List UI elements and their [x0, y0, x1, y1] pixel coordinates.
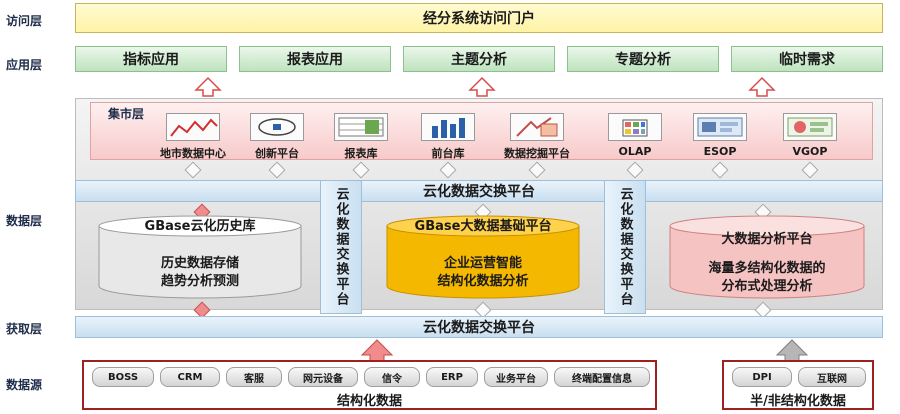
mart-item-city-data-center[interactable]: 地市数据中心: [148, 113, 238, 161]
source-terminal-config[interactable]: 终端配置信息: [554, 367, 650, 387]
gbase-bigdata-title: GBase大数据基础平台: [414, 219, 552, 234]
mart-item-label: 创新平台: [255, 147, 299, 160]
source-signaling[interactable]: 信令: [364, 367, 420, 387]
source-crm[interactable]: CRM: [160, 367, 220, 387]
semi-structured-source-caption: 半/非结构化数据: [750, 394, 846, 409]
source-business-platform[interactable]: 业务平台: [484, 367, 548, 387]
mart-item-label: OLAP: [618, 145, 652, 158]
up-arrow-icon: [468, 76, 496, 97]
app-special-analysis[interactable]: 专题分析: [567, 46, 719, 72]
app-indicator[interactable]: 指标应用: [75, 46, 227, 72]
mart-item-vgop[interactable]: VGOP: [765, 113, 855, 158]
exchange-platform-top[interactable]: 云化数据交换平台: [75, 180, 883, 202]
layer-label-access: 访问层: [6, 14, 43, 28]
mart-item-label: 地市数据中心: [160, 147, 226, 160]
app-adhoc[interactable]: 临时需求: [731, 46, 883, 72]
chart-icon: [250, 113, 304, 141]
exchange-platform-bottom[interactable]: 云化数据交换平台: [75, 316, 883, 338]
report-table-icon: [334, 113, 388, 141]
bigdata-analysis-line2: 分布式处理分析: [721, 279, 813, 294]
up-arrow-icon: [748, 76, 776, 97]
mart-item-label: ESOP: [703, 145, 737, 158]
bigdata-analysis-cylinder[interactable]: [666, 214, 868, 302]
structured-source-caption: 结构化数据: [336, 394, 402, 409]
up-arrow-icon: [775, 339, 809, 363]
bigdata-analysis-line1: 海量多结构化数据的: [708, 261, 826, 276]
gbase-history-cylinder[interactable]: [95, 214, 305, 302]
gbase-bigdata-cylinder[interactable]: [383, 214, 583, 302]
source-erp[interactable]: ERP: [426, 367, 478, 387]
mart-layer-label: 集市层: [108, 107, 145, 121]
exchange-platform-vertical-right[interactable]: 云化数据交换平台: [604, 180, 646, 314]
access-portal[interactable]: 经分系统访问门户: [75, 3, 883, 33]
layer-label-acquisition: 获取层: [6, 322, 43, 336]
mart-item-data-mining[interactable]: 数据挖掘平台: [492, 113, 582, 161]
source-boss[interactable]: BOSS: [92, 367, 154, 387]
layer-label-data: 数据层: [6, 214, 43, 228]
mart-item-label: VGOP: [792, 145, 828, 158]
mart-item-esop[interactable]: ESOP: [675, 113, 765, 158]
mart-item-label: 报表库: [344, 147, 378, 160]
app-theme-analysis[interactable]: 主题分析: [403, 46, 555, 72]
mart-item-frontend-db[interactable]: 前台库: [403, 113, 493, 161]
mart-item-report-db[interactable]: 报表库: [316, 113, 406, 161]
dashboard-icon: [693, 113, 747, 141]
layer-label-application: 应用层: [6, 58, 43, 72]
bigdata-analysis-title: 大数据分析平台: [721, 232, 813, 247]
cube-icon: [608, 113, 662, 141]
mart-item-label: 前台库: [431, 147, 465, 160]
bar-chart-icon: [421, 113, 475, 141]
exchange-platform-vertical-left[interactable]: 云化数据交换平台: [320, 180, 362, 314]
gbase-history-title: GBase云化历史库: [144, 219, 256, 234]
vertical-exchange-label: 云化数据交换平台: [617, 187, 633, 307]
source-customer-service[interactable]: 客服: [226, 367, 282, 387]
gbase-history-line2: 趋势分析预测: [160, 274, 239, 289]
data-mining-icon: [510, 113, 564, 141]
up-arrow-icon: [360, 339, 394, 363]
mart-item-olap[interactable]: OLAP: [590, 113, 680, 158]
mart-item-innovation-platform[interactable]: 创新平台: [232, 113, 322, 161]
dashboard-icon: [783, 113, 837, 141]
line-chart-icon: [166, 113, 220, 141]
source-network-element[interactable]: 网元设备: [288, 367, 358, 387]
up-arrow-icon: [194, 76, 222, 97]
source-dpi[interactable]: DPI: [732, 367, 792, 387]
app-report[interactable]: 报表应用: [239, 46, 391, 72]
gbase-history-line1: 历史数据存储: [160, 256, 239, 271]
gbase-bigdata-line2: 结构化数据分析: [437, 274, 529, 289]
vertical-exchange-label: 云化数据交换平台: [333, 187, 349, 307]
source-internet[interactable]: 互联网: [798, 367, 866, 387]
layer-label-source: 数据源: [6, 378, 43, 392]
gbase-bigdata-line1: 企业运营智能: [443, 256, 522, 271]
mart-item-label: 数据挖掘平台: [504, 147, 570, 160]
